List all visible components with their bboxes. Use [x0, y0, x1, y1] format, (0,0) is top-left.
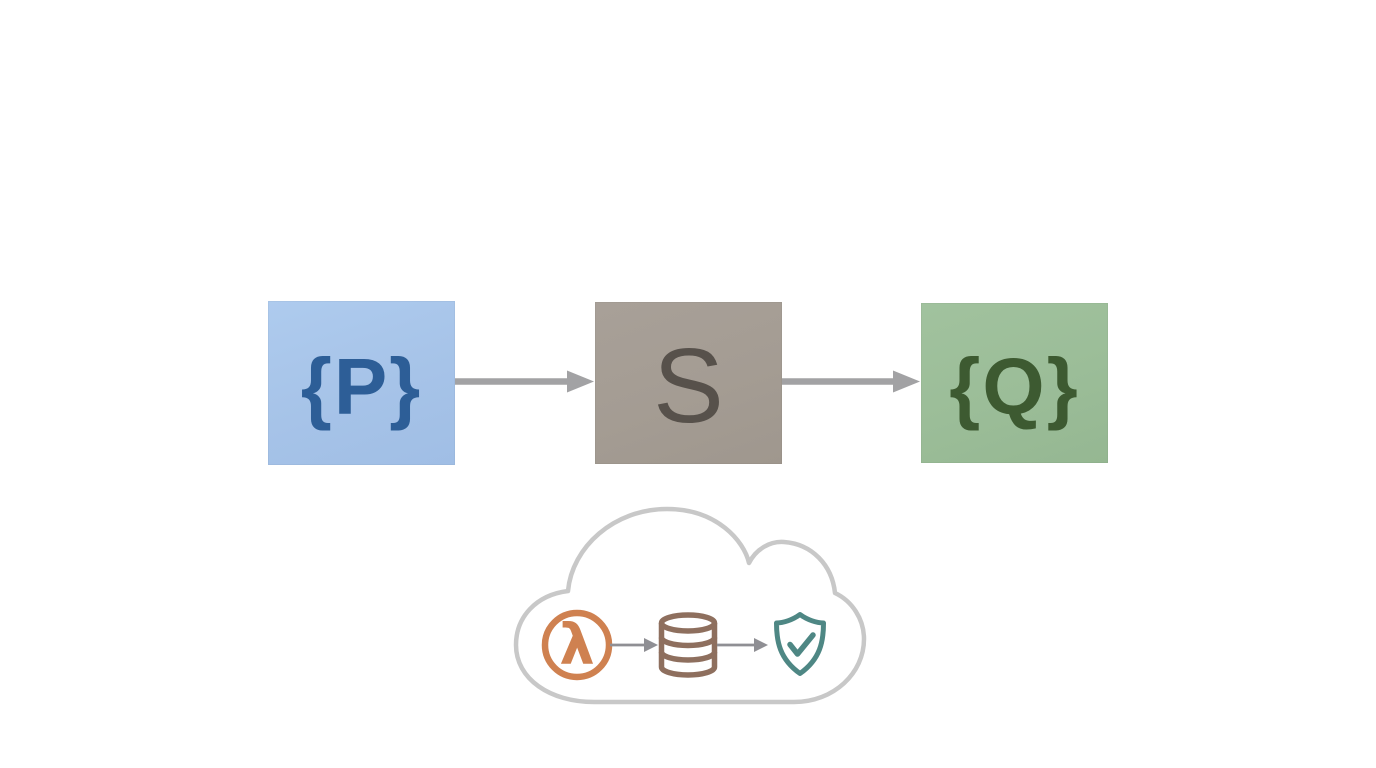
precondition-label: {P}	[300, 342, 423, 431]
arrow-lambda-to-database	[610, 638, 658, 652]
postcondition-label: {Q}	[949, 342, 1080, 431]
lambda-icon: λ	[541, 609, 613, 681]
program-box: S	[595, 302, 782, 464]
database-bottom	[658, 666, 718, 678]
arrow-head	[893, 370, 920, 393]
arrow-head	[754, 638, 768, 652]
arrow-p-to-s	[455, 370, 594, 393]
database-band	[658, 636, 718, 649]
shield-outline	[774, 612, 826, 676]
database-icon	[658, 612, 718, 678]
precondition-box: {P}	[268, 301, 455, 465]
shield-check-icon	[774, 612, 826, 676]
postcondition-box: {Q}	[921, 303, 1108, 463]
arrow-s-to-q	[782, 370, 920, 393]
program-label: S	[653, 327, 724, 445]
lambda-glyph: λ	[559, 613, 594, 678]
cloud-icon	[513, 506, 867, 705]
check-mark	[787, 632, 816, 657]
arrow-head	[567, 370, 594, 393]
arrow-database-to-shield	[717, 638, 768, 652]
cloud-pipeline: λ	[506, 500, 870, 706]
database-band	[658, 651, 718, 663]
lambda-ring	[541, 609, 613, 681]
arrow-head	[644, 638, 658, 652]
